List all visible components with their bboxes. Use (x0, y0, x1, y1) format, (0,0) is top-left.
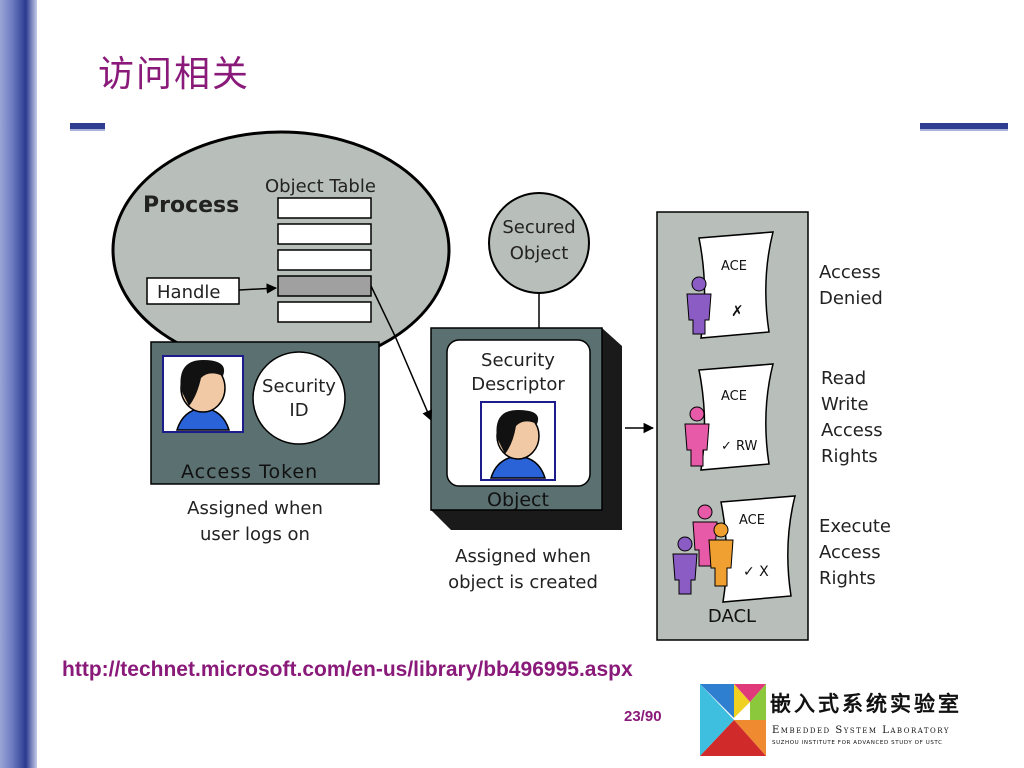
secured-object-label-line1: Secured (502, 217, 575, 238)
process-label: Process (143, 193, 239, 218)
slide-sidebar-stripe (0, 0, 37, 768)
ace2-rights-line1: Read (821, 368, 866, 389)
ace3-rights-line1: Execute (819, 516, 891, 537)
lab-logo (698, 682, 1024, 762)
ace3-rights-line3: Rights (819, 568, 876, 589)
ace3-rights-line2: Access (819, 542, 881, 563)
tangram-logo-icon (700, 684, 766, 756)
object-table-row (277, 249, 372, 271)
ace-label: ACE (721, 389, 747, 404)
user-face-icon (175, 360, 231, 431)
ace-mark: ✓ RW (721, 439, 758, 454)
dacl-label: DACL (708, 606, 756, 627)
ace2-rights-line3: Access (821, 420, 883, 441)
security-descriptor-label-line1: Security (481, 350, 555, 371)
ace2-rights-line4: Rights (821, 446, 878, 467)
ace1-rights-line1: Access (819, 262, 881, 283)
security-id-label-line1: Security (262, 376, 336, 397)
source-link[interactable]: http://technet.microsoft.com/en-us/libra… (62, 658, 633, 681)
access-token-label: Access Token (181, 461, 318, 483)
object-caption-line1: Assigned when (455, 546, 591, 567)
ace-mark: ✗ (731, 302, 744, 320)
object-table-row-selected (277, 275, 372, 297)
person-icon (686, 276, 712, 335)
access-control-diagram: Process Object Table Handle Security ID … (105, 120, 920, 650)
ace-entry-2: ACE ✓ RW (684, 363, 774, 471)
object-table (277, 197, 372, 323)
object-table-row (277, 223, 372, 245)
security-id-circle (252, 351, 346, 445)
title-rule-right (920, 123, 1008, 131)
object-label: Object (487, 489, 549, 511)
ace-mark: ✓ X (743, 564, 769, 580)
security-id-label-line2: ID (289, 400, 308, 421)
object-table-row (277, 197, 372, 219)
page-number: 23/90 (624, 708, 662, 725)
handle-arrow (238, 283, 278, 294)
person-icon (684, 406, 710, 467)
slide-title: 访问相关 (98, 54, 251, 95)
object-table-row (277, 301, 372, 323)
secured-object-label-line2: Object (510, 243, 569, 264)
handle-to-object-arrow (370, 285, 433, 421)
lab-institute: Suzhou Institute for Advanced Study of U… (772, 740, 943, 746)
lab-name-en: Embedded System Laboratory (772, 725, 950, 736)
ace2-rights-line2: Write (821, 394, 869, 415)
object-table-label: Object Table (265, 176, 376, 197)
title-rule-left (70, 123, 106, 131)
person-icon (672, 536, 698, 595)
access-token-caption-line1: Assigned when (187, 498, 323, 519)
handle-box (146, 277, 240, 305)
ace1-rights-line2: Denied (819, 288, 883, 309)
access-token-caption-line2: user logs on (200, 524, 310, 545)
ace-label: ACE (739, 513, 765, 528)
ace-entry-1: ACE ✗ (686, 231, 774, 339)
security-descriptor-label-line2: Descriptor (471, 374, 565, 395)
handle-label: Handle (157, 282, 220, 303)
person-icon (708, 522, 734, 587)
ace-entry-3: ACE ✓ X (672, 495, 796, 603)
lab-name-cn: 嵌入式系统实验室 (770, 691, 962, 716)
object-caption-line2: object is created (448, 572, 598, 593)
owner-face-icon (489, 410, 547, 479)
object-box-depth (431, 328, 622, 530)
ace-label: ACE (721, 259, 747, 274)
